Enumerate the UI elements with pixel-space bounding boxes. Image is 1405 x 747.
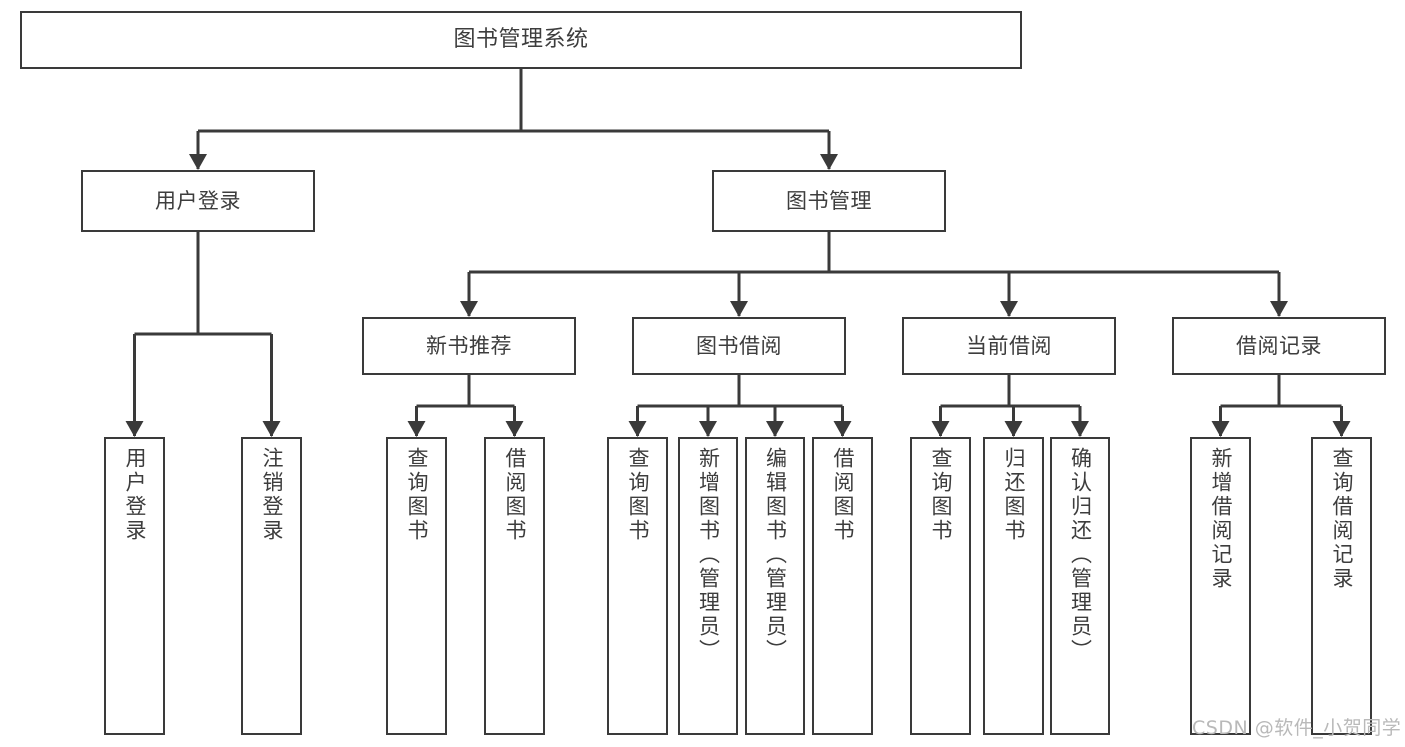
arrowhead-current — [1000, 301, 1018, 317]
node-l_addrec[interactable]: 新增借阅记录 — [1190, 437, 1251, 735]
csdn-watermark: CSDN @软件_小贺同学 — [1192, 717, 1402, 739]
node-label: 借阅图书 — [831, 447, 856, 543]
node-borrow[interactable]: 图书借阅 — [632, 317, 846, 375]
node-label: 用户登录 — [155, 188, 241, 213]
arrowhead-l_q2 — [628, 421, 647, 437]
node-label: 借阅图书 — [503, 447, 528, 543]
node-label: 图书管理系统 — [453, 27, 589, 53]
arrowhead-l_qrec — [1332, 421, 1351, 437]
node-label: 新增图书（管理员） — [696, 447, 721, 663]
node-label: 编辑图书（管理员） — [763, 447, 788, 663]
node-l_qrec[interactable]: 查询借阅记录 — [1311, 437, 1372, 735]
arrowhead-l_add — [699, 421, 717, 437]
node-l_b2[interactable]: 借阅图书 — [812, 437, 873, 735]
arrowhead-l_login — [125, 421, 144, 437]
node-label: 新增借阅记录 — [1209, 447, 1234, 591]
node-label: 图书管理 — [786, 188, 872, 213]
node-l_q1[interactable]: 查询图书 — [386, 437, 447, 735]
arrowhead-l_cret — [1071, 421, 1089, 437]
arrowhead-newbook — [460, 301, 478, 317]
node-root[interactable]: 图书管理系统 — [20, 11, 1022, 69]
arrowhead-l_logout — [262, 421, 281, 437]
arrowhead-l_addrec — [1211, 421, 1230, 437]
node-l_q3[interactable]: 查询图书 — [910, 437, 971, 735]
arrowhead-login — [189, 154, 207, 170]
node-l_q2[interactable]: 查询图书 — [607, 437, 668, 735]
node-current[interactable]: 当前借阅 — [902, 317, 1116, 375]
node-label: 查询图书 — [405, 447, 430, 543]
arrowhead-bookmgmt — [820, 154, 838, 170]
node-newbook[interactable]: 新书推荐 — [362, 317, 576, 375]
arrowhead-borrow — [730, 301, 748, 317]
arrowhead-l_q1 — [407, 421, 426, 437]
arrowhead-records — [1270, 301, 1288, 317]
node-l_edit[interactable]: 编辑图书（管理员） — [745, 437, 805, 735]
node-l_b1[interactable]: 借阅图书 — [484, 437, 545, 735]
node-label: 当前借阅 — [966, 333, 1052, 358]
node-label: 确认归还（管理员） — [1068, 447, 1093, 663]
node-label: 用户登录 — [123, 447, 148, 543]
node-label: 查询图书 — [929, 447, 954, 543]
node-label: 查询借阅记录 — [1330, 447, 1355, 591]
node-l_login[interactable]: 用户登录 — [104, 437, 165, 735]
arrowhead-l_b1 — [505, 421, 524, 437]
node-l_logout[interactable]: 注销登录 — [241, 437, 302, 735]
node-label: 查询图书 — [626, 447, 651, 543]
node-label: 借阅记录 — [1236, 333, 1322, 358]
arrowhead-l_b2 — [833, 421, 852, 437]
node-login[interactable]: 用户登录 — [81, 170, 315, 232]
node-l_add[interactable]: 新增图书（管理员） — [678, 437, 738, 735]
node-records[interactable]: 借阅记录 — [1172, 317, 1386, 375]
node-bookmgmt[interactable]: 图书管理 — [712, 170, 946, 232]
node-label: 归还图书 — [1002, 447, 1027, 543]
node-label: 图书借阅 — [696, 333, 782, 358]
node-l_ret[interactable]: 归还图书 — [983, 437, 1044, 735]
node-l_cret[interactable]: 确认归还（管理员） — [1050, 437, 1110, 735]
arrowhead-l_edit — [766, 421, 784, 437]
node-label: 注销登录 — [260, 447, 285, 543]
arrowhead-l_q3 — [931, 421, 950, 437]
node-label: 新书推荐 — [426, 333, 512, 358]
arrowhead-l_ret — [1004, 421, 1023, 437]
